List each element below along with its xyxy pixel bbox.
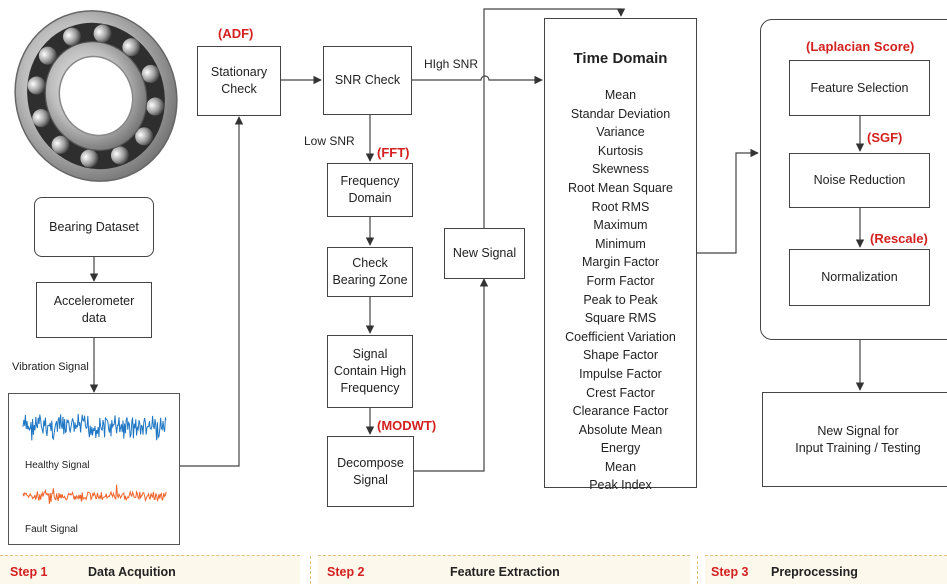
high-snr-label: HIgh SNR — [424, 57, 479, 71]
time-domain-feature: Kurtosis — [597, 143, 644, 158]
bearing-ball — [110, 146, 129, 165]
normalization-box: Normalization — [789, 249, 930, 306]
time-domain-feature: Crest Factor — [586, 385, 655, 400]
frequency-domain-box: Frequency Domain — [327, 163, 413, 217]
step-2-strip: Step 2 Feature Extraction — [318, 555, 690, 584]
step-2-title: Feature Extraction — [450, 565, 560, 579]
fault-signal-label: Fault Signal — [25, 524, 78, 535]
step-separator — [697, 556, 698, 584]
time-domain-feature: Margin Factor — [581, 255, 660, 270]
arrow-time-domain-to-preprocessing — [697, 148, 759, 254]
bearing-ball — [141, 64, 160, 83]
bearing-ball — [135, 127, 154, 146]
feature-selection-box: Feature Selection — [789, 60, 930, 116]
bearing-ball — [146, 97, 165, 116]
step-1-number: Step 1 — [10, 565, 48, 579]
time-domain-feature: Absolute Mean — [578, 422, 663, 437]
step-3-strip: Step 3 Preprocessing — [705, 555, 947, 584]
bearing-ball — [80, 149, 99, 168]
rescale-tag: (Rescale) — [870, 231, 928, 246]
fault-signal-waveform — [22, 484, 167, 504]
decompose-signal-box: Decompose Signal — [327, 436, 414, 507]
adf-tag: (ADF) — [218, 26, 254, 41]
time-domain-feature: Root RMS — [591, 199, 650, 214]
bearing-ball — [27, 76, 46, 95]
time-domain-feature: Mean — [604, 88, 637, 102]
step-separator — [310, 556, 311, 584]
arrow-high-snr-to-time-domain — [412, 75, 543, 85]
step-3-title: Preprocessing — [771, 565, 858, 579]
vibration-signal-label: Vibration Signal — [12, 361, 89, 373]
preprocessing-group — [760, 19, 947, 340]
bearing-image — [14, 10, 178, 182]
healthy-signal-waveform — [22, 413, 167, 441]
bearing-dataset-box: Bearing Dataset — [34, 197, 154, 257]
output-signal-box: New Signal for Input Training / Testing — [762, 392, 947, 487]
time-domain-feature: Square RMS — [584, 311, 657, 326]
step-1-title: Data Acquition — [88, 565, 176, 579]
time-domain-feature: Form Factor — [586, 273, 655, 288]
signal-high-frequency-box: Signal Contain High Frequency — [327, 335, 413, 408]
time-domain-feature: Peak Index — [589, 478, 652, 493]
arrow-signals-to-stationary — [180, 116, 244, 467]
time-domain-feature: Energy — [600, 441, 641, 456]
bearing-ball — [63, 27, 82, 46]
step-1-strip: Step 1 Data Acquition — [0, 555, 300, 584]
time-domain-feature: Skewness — [592, 162, 649, 177]
noise-reduction-box: Noise Reduction — [789, 153, 930, 208]
time-domain-title: Time Domain — [573, 50, 668, 67]
bearing-ball — [38, 46, 57, 65]
new-signal-box: New Signal — [444, 228, 525, 279]
accelerometer-data-box: Accelerometer data — [36, 282, 152, 338]
time-domain-feature: Variance — [596, 125, 645, 140]
sgf-tag: (SGF) — [867, 130, 903, 145]
check-bearing-zone-box: Check Bearing Zone — [327, 247, 413, 297]
low-snr-label: Low SNR — [304, 134, 355, 148]
time-domain-feature: Minimum — [595, 236, 646, 251]
time-domain-feature: Impulse Factor — [579, 366, 662, 381]
laplacian-score-tag: (Laplacian Score) — [806, 39, 915, 54]
fft-tag: (FFT) — [377, 145, 410, 160]
healthy-signal-label: Healthy Signal — [25, 460, 90, 471]
time-domain-feature: Root Mean Square — [568, 180, 673, 195]
bearing-ball — [93, 24, 112, 43]
step-2-number: Step 2 — [327, 565, 365, 579]
time-domain-feature: Shape Factor — [582, 348, 659, 363]
arrow-decompose-to-new-signal — [414, 278, 489, 472]
bearing-ball — [51, 135, 70, 154]
stationary-check-box: Stationary Check — [197, 46, 281, 116]
time-domain-feature: Standar Deviation — [570, 106, 671, 121]
bearing-ball — [32, 109, 51, 128]
time-domain-feature: Coefficient Variation — [565, 329, 676, 344]
time-domain-feature: Maximum — [593, 218, 648, 233]
snr-check-box: SNR Check — [323, 46, 412, 115]
step-3-number: Step 3 — [711, 565, 749, 579]
time-domain-feature: Peak to Peak — [583, 292, 658, 307]
arrow-new-signal-to-time-domain — [483, 8, 626, 228]
bearing-ball — [122, 38, 141, 57]
signal-plot-panel: Healthy Signal Fault Signal — [8, 393, 180, 545]
time-domain-feature: Clearance Factor — [572, 404, 669, 419]
modwt-tag: (MODWT) — [377, 418, 437, 433]
time-domain-feature: Mean — [604, 459, 637, 474]
